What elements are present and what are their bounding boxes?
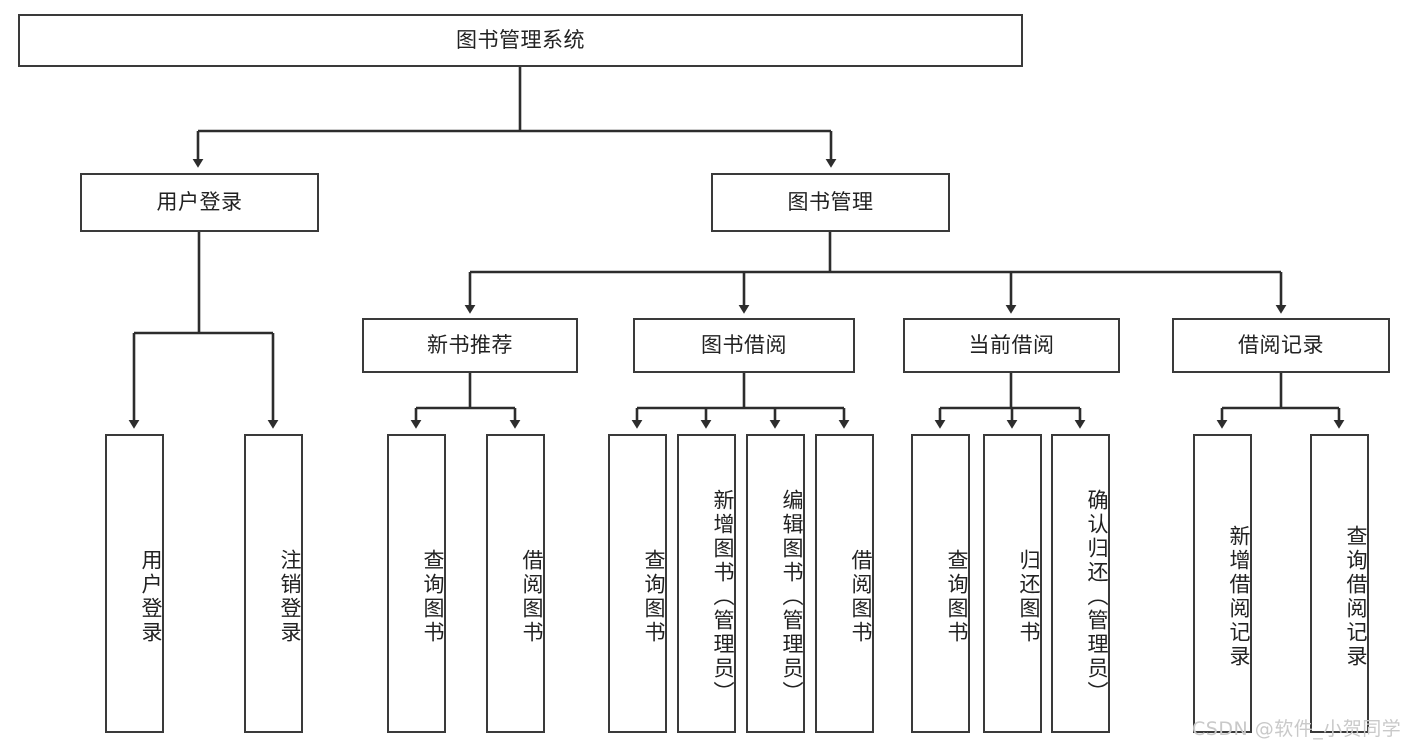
leaf-add-book-admin[interactable]: 新增图书（管理员）	[677, 434, 736, 733]
node-label: 查询图书	[945, 548, 969, 645]
leaf-borrow-book[interactable]: 借阅图书	[815, 434, 874, 733]
leaf-logout[interactable]: 注销登录	[244, 434, 303, 733]
node-label: 新增借阅记录	[1227, 524, 1251, 669]
node-book-borrow[interactable]: 图书借阅	[633, 318, 855, 373]
node-label: 新书推荐	[427, 332, 513, 357]
node-borrow-record[interactable]: 借阅记录	[1172, 318, 1390, 373]
node-label: 借阅图书	[520, 548, 544, 645]
node-label: 借阅记录	[1238, 332, 1324, 357]
leaf-query-borrow-record[interactable]: 查询借阅记录	[1310, 434, 1369, 733]
node-label: 新增图书（管理员）	[711, 488, 735, 705]
leaf-query-book-recommend[interactable]: 查询图书	[387, 434, 446, 733]
watermark: CSDN @软件_小贺同学	[1192, 718, 1402, 740]
node-label: 用户登录	[139, 548, 163, 645]
node-user-login[interactable]: 用户登录	[80, 173, 319, 232]
node-new-book-recommend[interactable]: 新书推荐	[362, 318, 578, 373]
leaf-return-book[interactable]: 归还图书	[983, 434, 1042, 733]
node-book-management[interactable]: 图书管理	[711, 173, 950, 232]
node-label: 查询图书	[642, 548, 666, 645]
leaf-borrow-book-recommend[interactable]: 借阅图书	[486, 434, 545, 733]
node-label: 注销登录	[278, 548, 302, 645]
node-label: 图书借阅	[701, 332, 787, 357]
node-current-borrow[interactable]: 当前借阅	[903, 318, 1120, 373]
node-label: 借阅图书	[849, 548, 873, 645]
node-label: 查询借阅记录	[1344, 524, 1368, 669]
node-label: 图书管理	[787, 189, 874, 214]
node-label: 当前借阅	[968, 332, 1055, 357]
node-label: 用户登录	[156, 189, 243, 214]
node-label: 查询图书	[421, 548, 445, 645]
leaf-query-book-borrow[interactable]: 查询图书	[608, 434, 667, 733]
leaf-user-login[interactable]: 用户登录	[105, 434, 164, 733]
leaf-query-book-current[interactable]: 查询图书	[911, 434, 970, 733]
leaf-confirm-return-admin[interactable]: 确认归还（管理员）	[1051, 434, 1110, 733]
node-root-system[interactable]: 图书管理系统	[18, 14, 1023, 67]
node-label: 归还图书	[1017, 548, 1041, 645]
leaf-add-borrow-record[interactable]: 新增借阅记录	[1193, 434, 1252, 733]
leaf-edit-book-admin[interactable]: 编辑图书（管理员）	[746, 434, 805, 733]
node-label: 编辑图书（管理员）	[780, 488, 804, 705]
node-label: 图书管理系统	[456, 27, 585, 52]
node-label: 确认归还（管理员）	[1085, 488, 1109, 705]
